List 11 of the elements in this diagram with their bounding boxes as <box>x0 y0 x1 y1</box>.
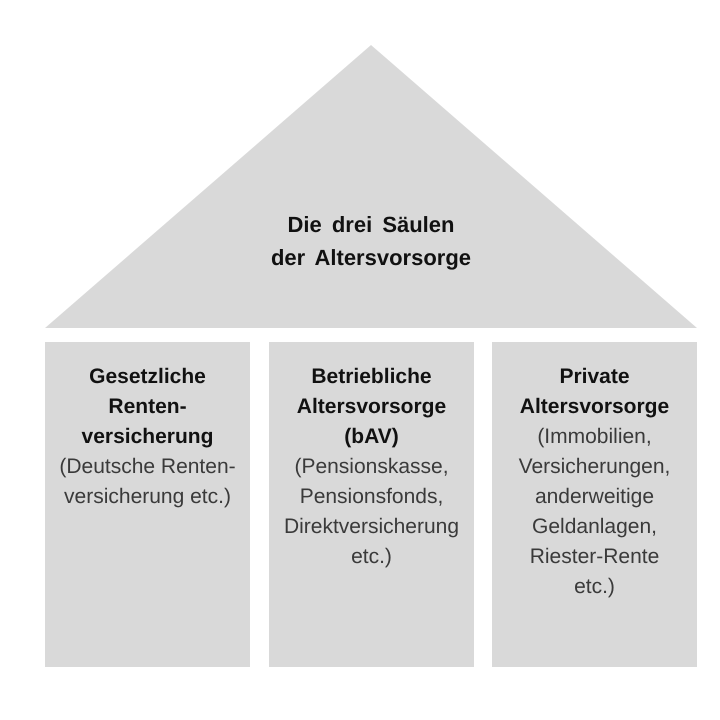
pillar-description: (Deutsche Renten- versicherung etc.) <box>58 454 237 510</box>
roof-title: Die drei Säulen der Altersvorsorge <box>270 211 472 272</box>
pillar-box <box>269 342 474 667</box>
pillar-description: (Immobilien, Versicherungen, anderweitige Geldanlagen, Riester-Rente etc.) <box>518 424 672 600</box>
pillar-heading: Gesetzliche Renten- versicherung <box>80 364 214 450</box>
pillar-heading: Private Altersvorsorge <box>518 364 670 420</box>
roof-triangle <box>45 45 697 328</box>
pillar-description: (Pensionskasse, Pensionsfonds, Direktversicherung etc.) <box>282 454 460 570</box>
pillar-heading: Betriebliche Altersvorsorge (bAV) <box>296 364 448 450</box>
pillar-box <box>45 342 250 667</box>
pillar-box <box>492 342 697 667</box>
